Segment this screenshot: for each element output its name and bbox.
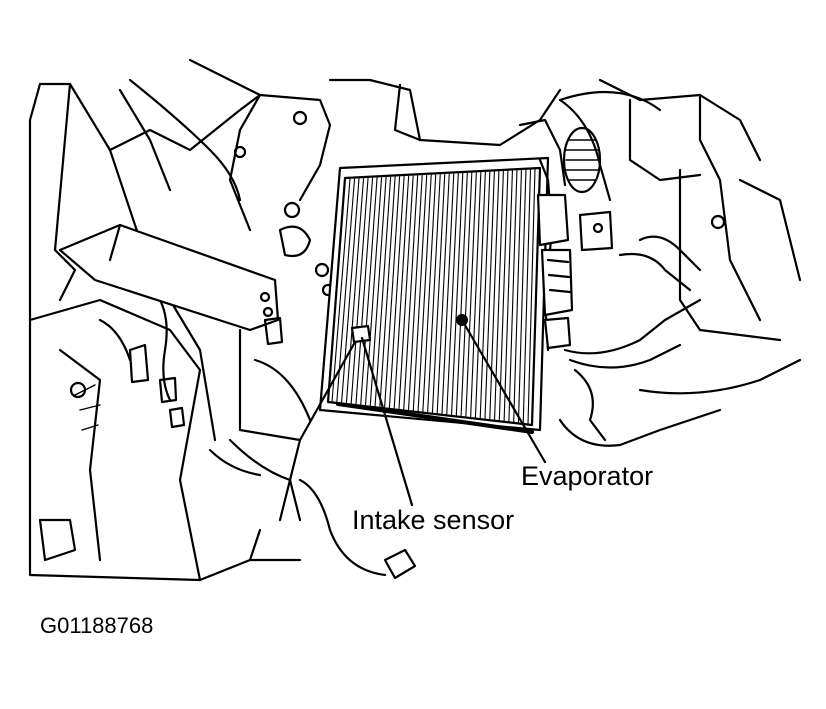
evaporator-core [318, 156, 550, 434]
evaporator-fin [364, 177, 383, 406]
evaporator-fin [345, 178, 365, 404]
evaporator-fin [417, 174, 432, 412]
evaporator-fin [341, 178, 360, 404]
evaporator-fin [331, 178, 351, 403]
evaporator-fin [517, 169, 527, 423]
evaporator-fin [522, 169, 532, 424]
evaporator-fin [460, 172, 473, 417]
evaporator-fin [441, 173, 455, 415]
evaporator-leader-dot [456, 314, 468, 326]
evaporator-fin [393, 175, 410, 410]
evaporator-fin [374, 176, 392, 407]
evaporator-fin [503, 170, 513, 422]
left-dash-structure [28, 82, 302, 582]
evaporator-fin [360, 177, 378, 406]
evaporator-fin [465, 172, 477, 418]
evaporator-fin [412, 174, 428, 412]
evaporator-fin [479, 171, 491, 419]
evaporator-fin [422, 174, 437, 413]
evaporator-leader-line [460, 318, 547, 464]
evaporator-fin [384, 176, 401, 408]
evaporator-fin [455, 172, 468, 416]
evaporator-fin [436, 173, 450, 414]
evaporator-fin [508, 169, 518, 422]
evaporator-fin [379, 176, 396, 408]
evaporator-fin [350, 177, 369, 405]
evaporator-fin [527, 168, 536, 425]
evaporator-fin [388, 176, 405, 409]
evaporator-fin [513, 169, 523, 423]
lower-wiring-harness [208, 448, 417, 580]
intake-sensor-label: Intake sensor [352, 505, 515, 535]
intake-sensor-leader-line [360, 336, 414, 507]
evaporator-fin [355, 177, 374, 405]
mounting-bracket [58, 223, 312, 522]
upper-cowl-frame [118, 58, 562, 297]
evaporator-fin [403, 175, 419, 411]
evaporator-fin [484, 171, 495, 420]
evaporator-fin [470, 171, 482, 418]
evaporator-fin [446, 173, 459, 415]
evaporator-label: Evaporator [521, 461, 654, 491]
evaporator-fin [407, 175, 423, 411]
intake-sensor [278, 324, 372, 522]
ac-piping [518, 98, 702, 442]
evaporator-fin [450, 172, 464, 416]
evaporator-fin [431, 173, 446, 414]
evaporator-fin [489, 170, 500, 420]
figure-id: G01188768 [40, 613, 154, 638]
evaporator-fin [498, 170, 509, 421]
evaporator-fin [336, 178, 356, 403]
evaporator-fin [369, 177, 387, 407]
evaporator-fin [427, 174, 441, 413]
right-body-structure [558, 78, 802, 447]
evaporator-fin [398, 175, 414, 410]
evaporator-fin [474, 171, 486, 419]
